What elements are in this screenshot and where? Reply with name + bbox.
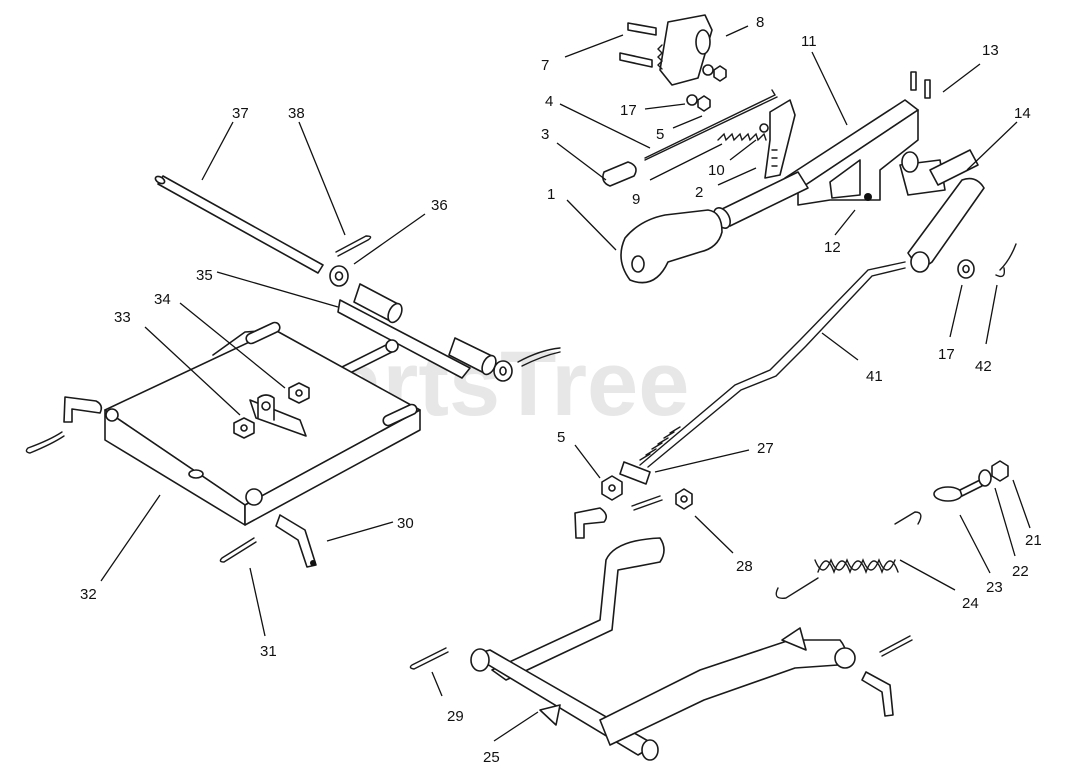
part-11-shaft [713, 99, 946, 229]
callout-8: 8 [756, 14, 764, 31]
part-3-knob [602, 161, 637, 187]
leader-lines [100, 25, 1031, 742]
part-pin-left [63, 396, 103, 423]
callout-17-lower: 17 [938, 346, 955, 363]
callout-30: 30 [397, 515, 414, 532]
part-23-eye-bolt [933, 479, 983, 502]
callout-5-lower: 5 [557, 429, 565, 446]
part-30-pin [275, 514, 317, 568]
part-17-washer-nut-top [686, 94, 711, 112]
callout-9: 9 [632, 191, 640, 208]
callout-10: 10 [708, 162, 725, 179]
callout-17-upper: 17 [620, 102, 637, 119]
part-21-nut [991, 460, 1009, 482]
callout-21: 21 [1025, 532, 1042, 549]
callout-11: 11 [801, 33, 817, 50]
callout-35: 35 [196, 267, 213, 284]
part-37-rod [154, 175, 324, 274]
part-clip-28 [631, 495, 663, 511]
part-1-handle [620, 209, 723, 284]
callout-32: 32 [80, 586, 97, 603]
callout-24: 24 [962, 595, 979, 612]
callout-7: 7 [541, 57, 549, 74]
callout-29: 29 [447, 708, 464, 725]
part-32-plate [104, 321, 421, 526]
part-8-ratchet-plate [657, 14, 713, 86]
part-4-rod [644, 89, 778, 161]
callout-33: 33 [114, 309, 131, 326]
callout-4: 4 [545, 93, 553, 110]
part-24-spring [775, 511, 922, 599]
callout-3: 3 [541, 126, 549, 143]
callout-31: 31 [260, 643, 277, 660]
part-28-nut [675, 488, 693, 510]
part-clip-left [25, 431, 65, 454]
part-41-rod [639, 261, 906, 468]
callout-13: 13 [982, 42, 999, 59]
part-22-washer [978, 469, 992, 487]
callout-labels: 1 2 3 4 5 5 7 8 9 10 11 12 13 14 17 17 2… [80, 14, 1042, 766]
part-42-clip [995, 243, 1017, 278]
callout-22: 22 [1012, 563, 1029, 580]
callout-25: 25 [483, 749, 500, 766]
part-17-washer [957, 259, 975, 279]
callout-36: 36 [431, 197, 448, 214]
part-38-cotter-pin [335, 235, 372, 257]
callout-5-upper: 5 [656, 126, 664, 143]
part-33-nut [233, 417, 255, 439]
part-13-pins [910, 71, 931, 99]
part-27-pivot [619, 461, 651, 485]
callout-2: 2 [695, 184, 703, 201]
callout-42: 42 [975, 358, 992, 375]
part-9-spring [717, 132, 767, 142]
part-washer-35-right [493, 360, 513, 382]
part-pin-25-left [574, 507, 608, 539]
callout-23: 23 [986, 579, 1003, 596]
callout-14: 14 [1014, 105, 1031, 122]
part-5-nut-lower [601, 475, 623, 501]
part-cotter-pin-35-right [517, 347, 561, 367]
callout-12: 12 [824, 239, 841, 256]
callout-28: 28 [736, 558, 753, 575]
part-34-nut [288, 382, 310, 404]
callout-27: 27 [757, 440, 774, 457]
callout-1: 1 [547, 186, 555, 203]
part-36-washer [329, 265, 349, 287]
callout-34: 34 [154, 291, 171, 308]
part-2-plate [759, 99, 796, 179]
part-7-bolt-upper [627, 22, 657, 36]
part-8-nuts [702, 64, 727, 82]
callout-41: 41 [866, 368, 883, 385]
callout-37: 37 [232, 105, 249, 122]
callout-38: 38 [288, 105, 305, 122]
part-clip-25-right [879, 635, 913, 657]
part-29-cotter-pin [409, 647, 449, 670]
part-pin-25-right [861, 671, 894, 717]
part-31-clip [219, 537, 257, 563]
part-7-bolt-lower [619, 52, 653, 68]
part-25-pedal-arm [470, 537, 856, 761]
